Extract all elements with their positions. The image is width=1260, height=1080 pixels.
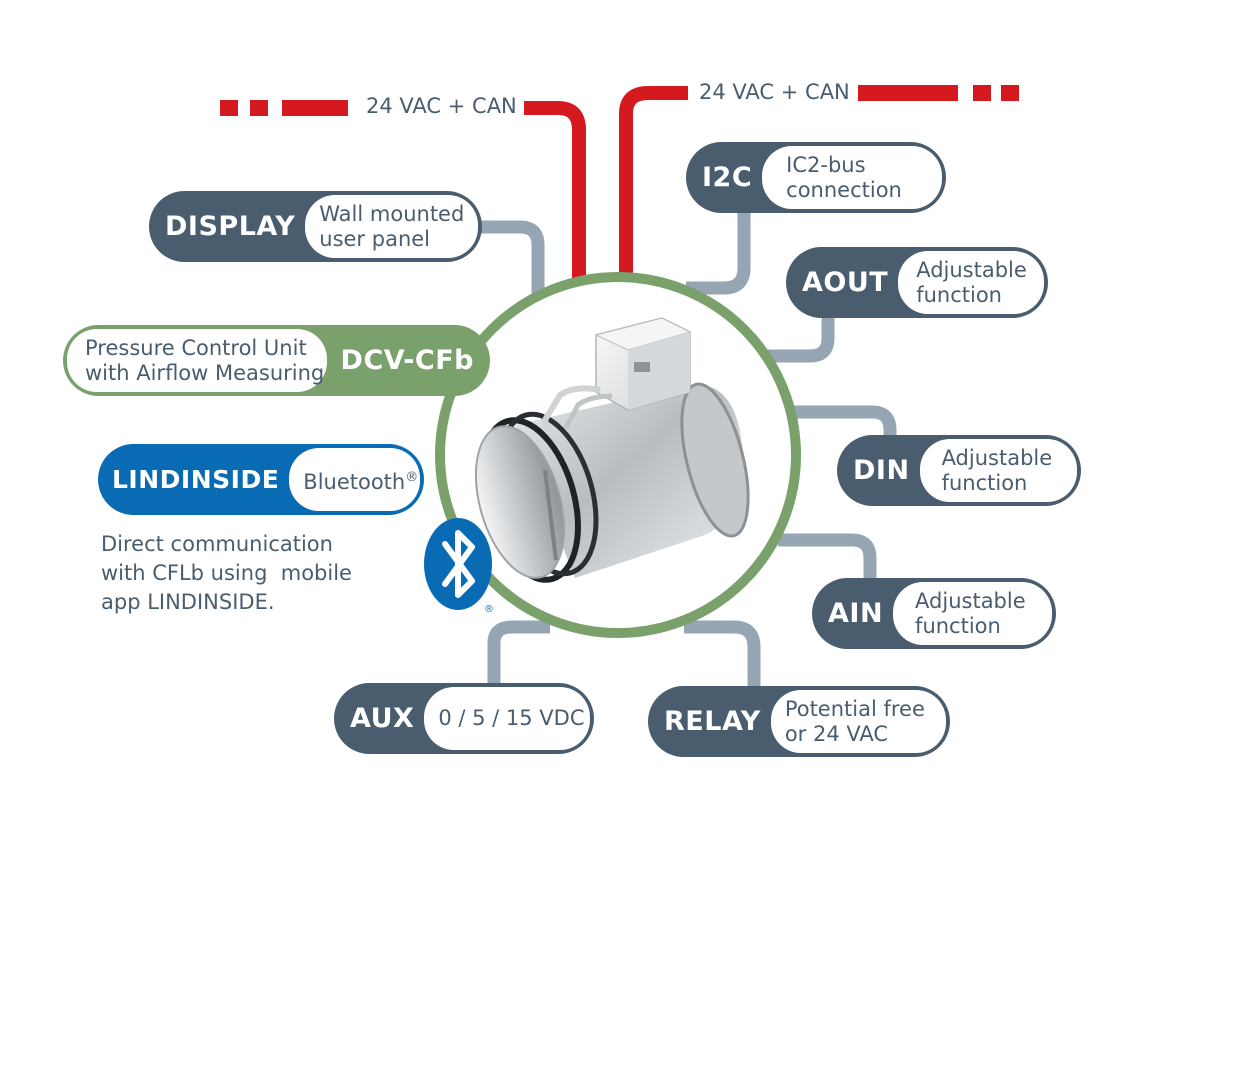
power-wire-right — [619, 86, 688, 280]
connector-din-line: function — [941, 470, 1028, 495]
device-tag: DCV-CFb — [340, 345, 474, 376]
connector-aux-tag: AUX — [350, 703, 415, 734]
damper-illustration — [474, 317, 750, 583]
power-label-right: 24 VAC + CAN — [699, 80, 850, 104]
bluetooth-tag: LINDINSIDE — [112, 465, 280, 494]
power-wire-left — [524, 101, 586, 280]
connector-din-tag: DIN — [853, 455, 910, 486]
connector-din: DIN Adjustable function — [837, 435, 1081, 506]
bluetooth-icon: ® — [424, 518, 494, 615]
connector-display-tag: DISPLAY — [165, 211, 296, 242]
connector-display-line: user panel — [319, 226, 431, 251]
power-dash — [858, 85, 958, 101]
wire-aux — [487, 620, 550, 688]
wire-relay — [684, 620, 761, 690]
power-dash — [220, 100, 238, 116]
device-description-line: with Airflow Measuring — [85, 360, 325, 385]
bluetooth-text: Bluetooth® — [303, 465, 420, 495]
connector-ain-line: function — [915, 613, 1001, 638]
power-dash — [282, 100, 348, 116]
device-description-line: Pressure Control Unit — [85, 335, 307, 360]
power-dash — [1001, 85, 1019, 101]
connector-display: DISPLAY Wall mounted user panel — [149, 191, 482, 262]
connector-ain: AIN Adjustable function — [812, 578, 1056, 649]
connector-relay-line: Potential free — [784, 696, 925, 721]
connector-i2c-line: IC2-bus — [786, 152, 866, 177]
wire-display — [478, 220, 545, 295]
connector-relay-line: or 24 VAC — [784, 721, 889, 746]
connector-i2c-line: connection — [786, 177, 902, 202]
power-dash — [250, 100, 268, 116]
connector-aout-line: Adjustable — [916, 257, 1027, 282]
svg-text:®: ® — [484, 604, 494, 615]
connector-aux-line: 0 / 5 / 15 VDC — [438, 706, 585, 730]
connector-i2c: I2C IC2-bus connection — [686, 142, 946, 213]
power-dash — [973, 85, 991, 101]
device-label: Pressure Control Unit with Airflow Measu… — [63, 325, 490, 396]
connector-display-line: Wall mounted — [319, 201, 465, 226]
wire-ain — [778, 533, 877, 582]
connector-ain-line: Adjustable — [915, 588, 1026, 613]
connector-aux: AUX 0 / 5 / 15 VDC — [334, 683, 594, 754]
bluetooth-label: LINDINSIDE Bluetooth® — [98, 444, 424, 515]
bluetooth-word: Bluetooth — [303, 469, 406, 494]
connector-aout-tag: AOUT — [802, 267, 889, 298]
connector-relay: RELAY Potential free or 24 VAC — [648, 686, 950, 757]
bluetooth-description-line: with CFLb using mobile — [101, 561, 352, 585]
wire-i2c — [686, 205, 751, 295]
bluetooth-registered-mark: ® — [405, 469, 419, 485]
power-label-left: 24 VAC + CAN — [366, 94, 517, 118]
bluetooth-description: Direct communication with CFLb using mob… — [101, 530, 352, 617]
connector-ain-tag: AIN — [828, 598, 884, 629]
wire-aout — [768, 312, 835, 363]
connector-aout-line: function — [916, 282, 1002, 307]
connector-aout: AOUT Adjustable function — [786, 247, 1048, 318]
connector-i2c-tag: I2C — [702, 162, 753, 193]
bluetooth-description-line: app LINDINSIDE. — [101, 590, 275, 614]
connector-din-line: Adjustable — [941, 445, 1053, 470]
bluetooth-description-line: Direct communication — [101, 532, 333, 556]
wire-din — [788, 405, 897, 440]
connector-relay-tag: RELAY — [664, 706, 761, 737]
